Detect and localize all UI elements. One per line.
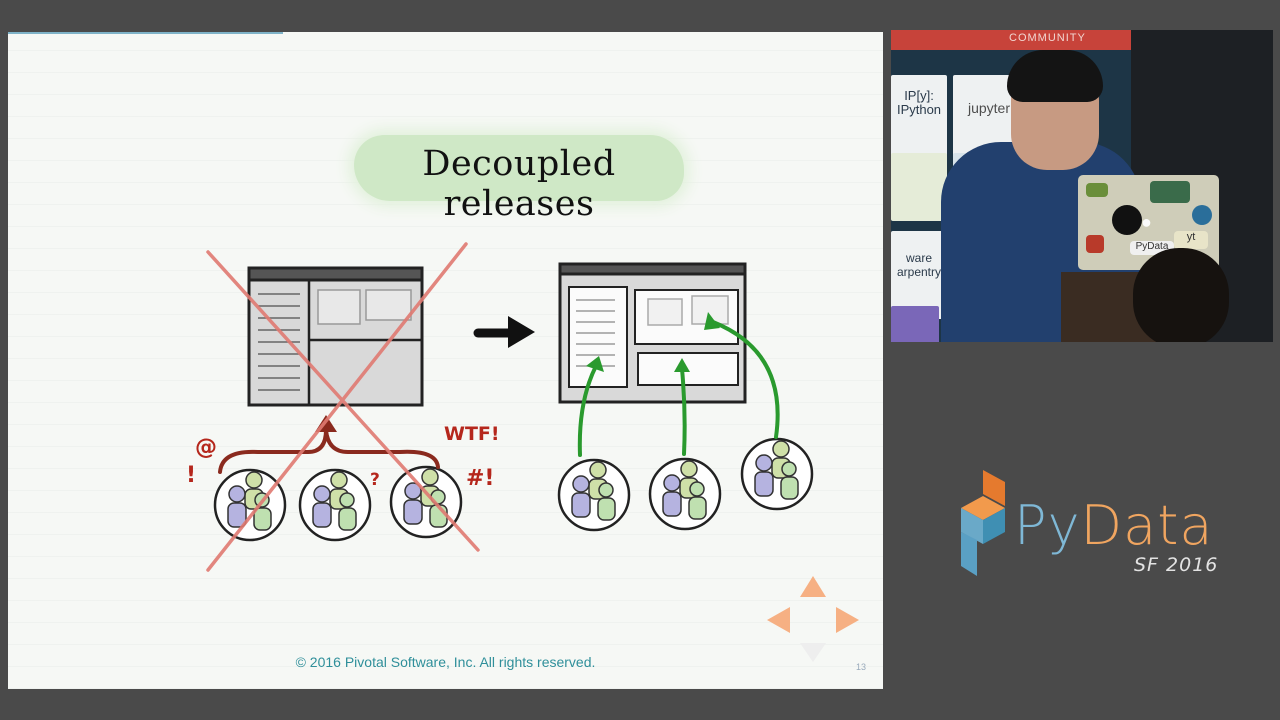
independent-release-arrows [577,320,780,457]
annotation-question: ? [370,470,380,490]
title-highlight [354,135,684,201]
logo-text-line2: arpentry [896,265,942,279]
pydata-cube-logo-icon [961,470,1005,576]
slide-illustration: @ ! ? WTF! #! [186,242,859,662]
team-group-4 [557,458,631,532]
annotation-at: @ [195,435,217,460]
nav-left-arrow-icon[interactable] [767,607,790,633]
slide-title: Decoupled releases [422,144,616,224]
speaker-video-feed: COMMUNITY IP[y]: IPython jupyter ware ar… [891,30,1273,342]
slide-progress-line [8,32,283,34]
transition-arrow [473,316,535,348]
ipython-logo-mark: IP[y]: [904,88,934,103]
pydata-wordmark: PyData [1014,498,1213,554]
brand-name-py: Py [1014,494,1081,557]
slide-page-number: 13 [856,662,867,672]
slide-nav-arrows[interactable] [767,576,859,662]
conflict-arrow [218,415,440,474]
annotation-wtf: WTF! [444,423,500,445]
sponsor-banner: COMMUNITY [891,30,1131,50]
sticker [1150,181,1190,203]
team-group-2 [298,468,372,542]
nav-up-arrow-icon[interactable] [800,576,826,597]
ipython-logo: IP[y]: IPython [891,75,947,157]
event-subtitle: SF 2016 [1134,554,1219,576]
annotation-hash: #! [466,466,494,491]
sticker [1086,235,1104,253]
annotation-exclamation: ! [186,463,196,488]
presentation-slide: Decoupled releases [8,32,883,689]
team-group-3 [389,465,463,539]
nav-down-arrow-icon[interactable] [800,643,826,662]
logo-text-line1: ware [905,251,932,265]
team-group-5 [648,457,722,531]
sticker [1086,183,1108,197]
jupyter-logo-text: jupyter [967,100,1011,116]
brand-name-data: Data [1080,494,1214,557]
logo-tile [891,306,939,342]
slide-footer: © 2016 Pivotal Software, Inc. All rights… [295,654,596,670]
ipython-logo-text: IPython [896,102,942,117]
team-group-6 [740,437,814,511]
nav-right-arrow-icon[interactable] [836,607,859,633]
snake-logo-icon [891,153,947,221]
cross-out-mark [206,242,480,572]
speaker-hair [1007,50,1103,102]
apple-logo-icon: ● [1141,212,1152,232]
sticker [1192,205,1212,225]
software-carpentry-logo: ware arpentry [891,231,947,319]
team-group-1 [213,468,287,542]
yt-sticker: yt [1174,231,1208,249]
sticker [1112,205,1142,235]
banner-text: COMMUNITY [1009,32,1086,44]
monolith-window [247,266,424,407]
audience-member-head [1133,248,1229,342]
